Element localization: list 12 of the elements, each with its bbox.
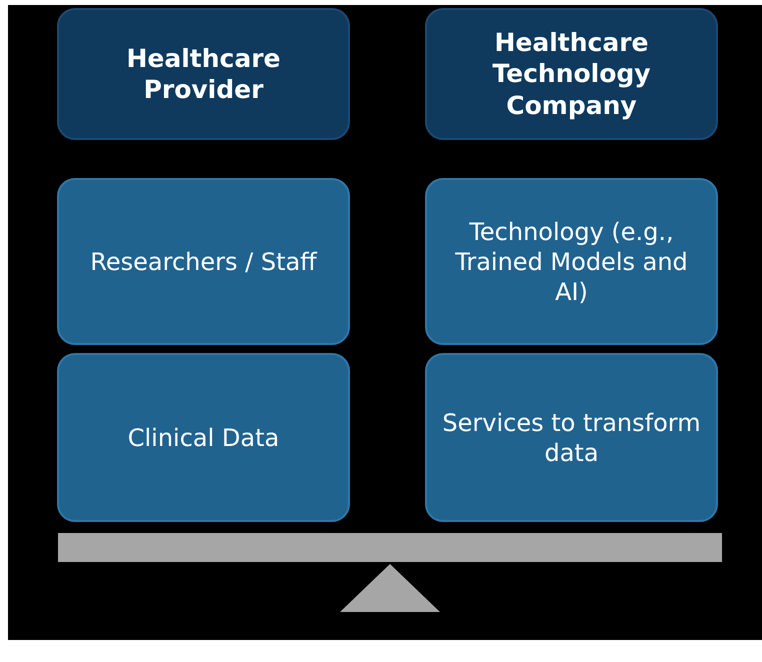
content-box <box>57 353 350 522</box>
box-text: Services to transform data <box>441 408 702 468</box>
content-box <box>425 353 718 522</box>
header-box <box>57 8 350 140</box>
box-text: Clinical Data <box>126 422 280 452</box>
box-text: Researchers / Staff <box>89 246 318 276</box>
box-text: Technology (e.g., Trained Models and AI) <box>454 216 689 306</box>
header-text: Healthcare Technology Company <box>491 27 652 121</box>
content-box <box>57 178 350 345</box>
header-box <box>425 8 718 140</box>
content-box <box>425 178 718 345</box>
header-text: Healthcare Provider <box>125 42 282 106</box>
